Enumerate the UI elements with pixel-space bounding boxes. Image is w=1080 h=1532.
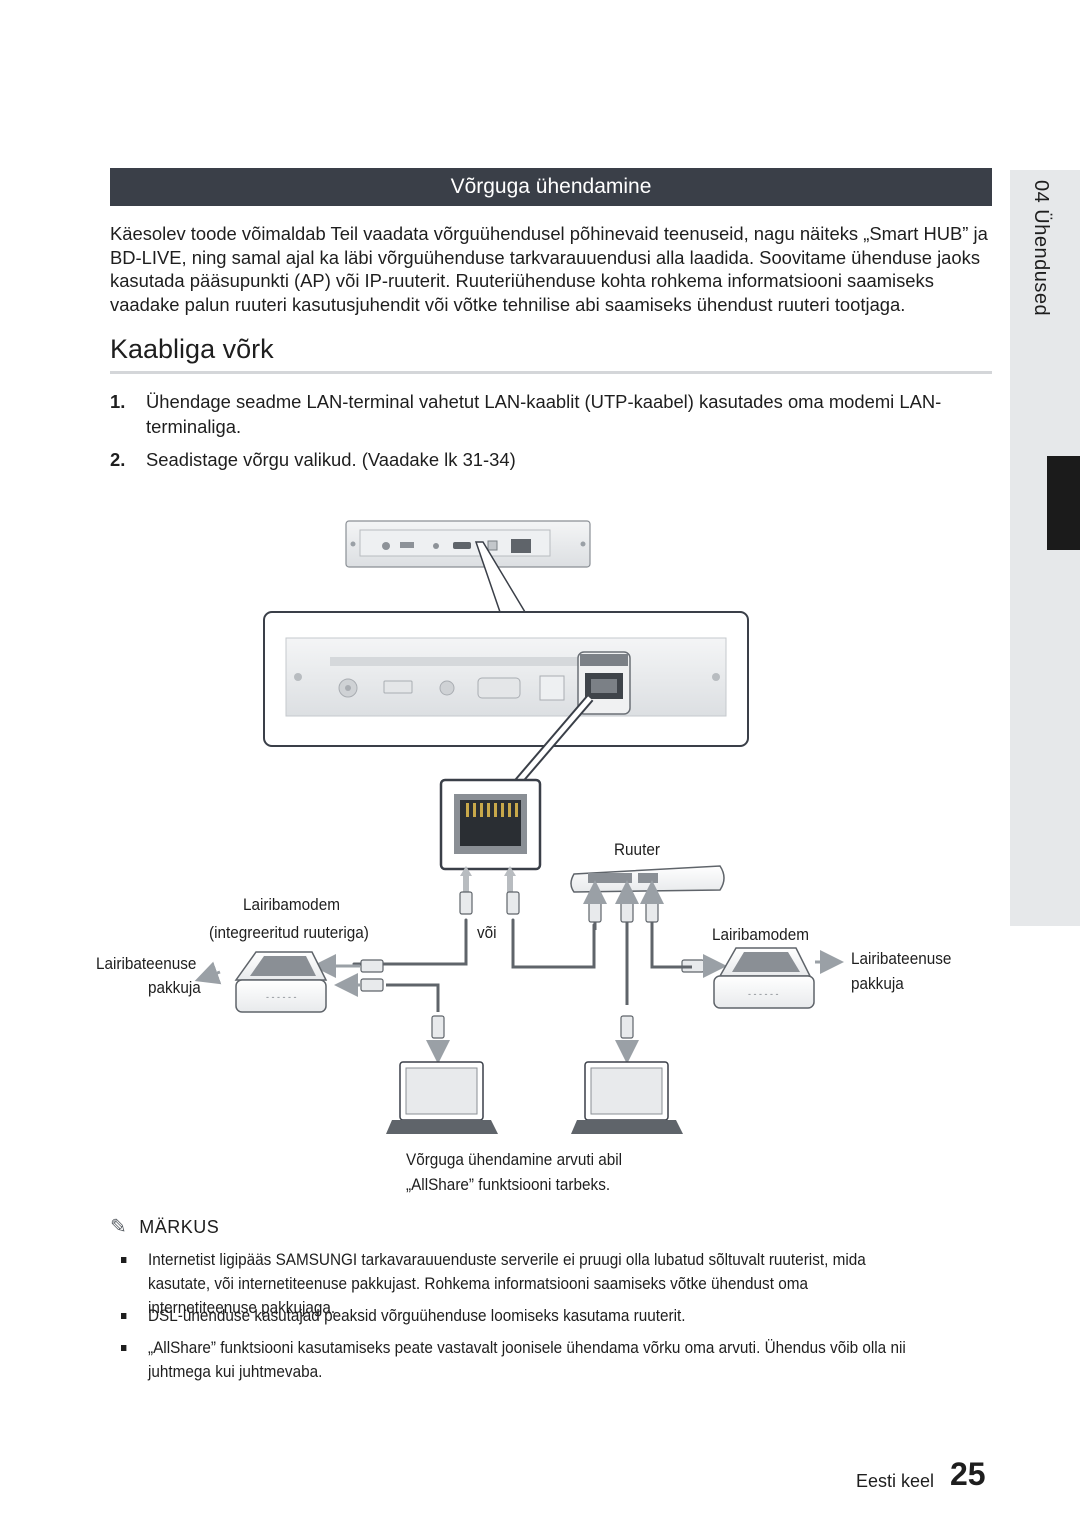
isp-right-label-line1: Lairibateenuse <box>851 949 952 968</box>
step-text-line1: Ühendage seadme LAN-terminal vahetut LAN… <box>146 391 942 412</box>
diagram-caption-line2: „AllShare” funktsiooni tarbeks. <box>406 1175 611 1194</box>
isp-left-label-line2: pakkuja <box>148 978 201 997</box>
intro-paragraph: Käesolev toode võimaldab Teil vaadata võ… <box>110 223 988 315</box>
chapter-label: 04 Ühendused <box>1030 180 1052 317</box>
note-text: „AllShare” funktsiooni kasutamiseks peat… <box>148 1338 906 1381</box>
bullet <box>121 1345 127 1351</box>
footer-language: Eesti keel <box>856 1471 935 1491</box>
player-back-panel-small <box>345 520 591 568</box>
pencil-icon: ✎ <box>110 1216 128 1238</box>
bullet <box>121 1313 127 1319</box>
laptop-left <box>386 1061 498 1134</box>
isp-right-label-line2: pakkuja <box>851 974 904 993</box>
note-item: Internetist ligipääs SAMSUNGI tarkavarau… <box>121 1248 908 1320</box>
notes-heading: ✎ MÄRKUS <box>110 1214 219 1239</box>
router-label: Ruuter <box>614 840 660 859</box>
modem-right-label: Lairibamodem <box>712 925 809 944</box>
router-illustration <box>570 865 725 893</box>
svg-text:- - - - - -: - - - - - - <box>266 992 297 1002</box>
network-diagram-illustration: - - - - - - - - - - - - <box>194 520 844 1134</box>
or-label: või <box>477 923 497 942</box>
isp-left-label-line1: Lairibateenuse <box>96 954 197 973</box>
step-text-line2: terminaliga. <box>146 416 242 437</box>
modem-left: - - - - - - <box>234 951 328 1013</box>
svg-text:- - - - - -: - - - - - - <box>748 989 779 999</box>
note-item: DSL-ühenduse kasutajad peaksid võrguühen… <box>121 1304 908 1328</box>
network-diagram: - - - - - - - - - - - - Ruuter Lairibamo… <box>80 500 1020 1210</box>
note-item: „AllShare” funktsiooni kasutamiseks peat… <box>121 1336 908 1384</box>
player-back-panel-zoom <box>263 611 749 747</box>
lan-jack-zoom <box>439 778 542 871</box>
diagram-caption-line1: Võrguga ühendamine arvuti abil <box>406 1150 623 1169</box>
heading-rule <box>110 371 992 374</box>
step-1: 1. Ühendage seadme LAN-terminal vahetut … <box>110 390 992 440</box>
note-text: DSL-ühenduse kasutajad peaksid võrguühen… <box>148 1306 686 1325</box>
modem-right: - - - - - - <box>713 947 815 1009</box>
step-number: 2. <box>110 449 126 470</box>
cable-plugs <box>360 891 705 1039</box>
bullet <box>121 1257 127 1263</box>
section-title: Võrguga ühendamine <box>110 168 992 206</box>
step-text-line1: Seadistage võrgu valikud. (Vaadake lk 31… <box>146 449 516 470</box>
chapter-tab-marker <box>1047 456 1080 550</box>
page-heading: Kaabliga võrk <box>110 334 274 364</box>
modem-left-label-line2: (integreeritud ruuteriga) <box>209 923 369 942</box>
page-number: 25 <box>950 1456 986 1492</box>
note-text: Internetist ligipääs SAMSUNGI tarkavarau… <box>148 1250 866 1317</box>
step-2: 2. Seadistage võrgu valikud. (Vaadake lk… <box>110 448 992 474</box>
laptop-right <box>571 1061 683 1134</box>
step-number: 1. <box>110 391 126 412</box>
notes-heading-text: MÄRKUS <box>139 1217 220 1237</box>
modem-left-label-line1: Lairibamodem <box>243 895 340 914</box>
